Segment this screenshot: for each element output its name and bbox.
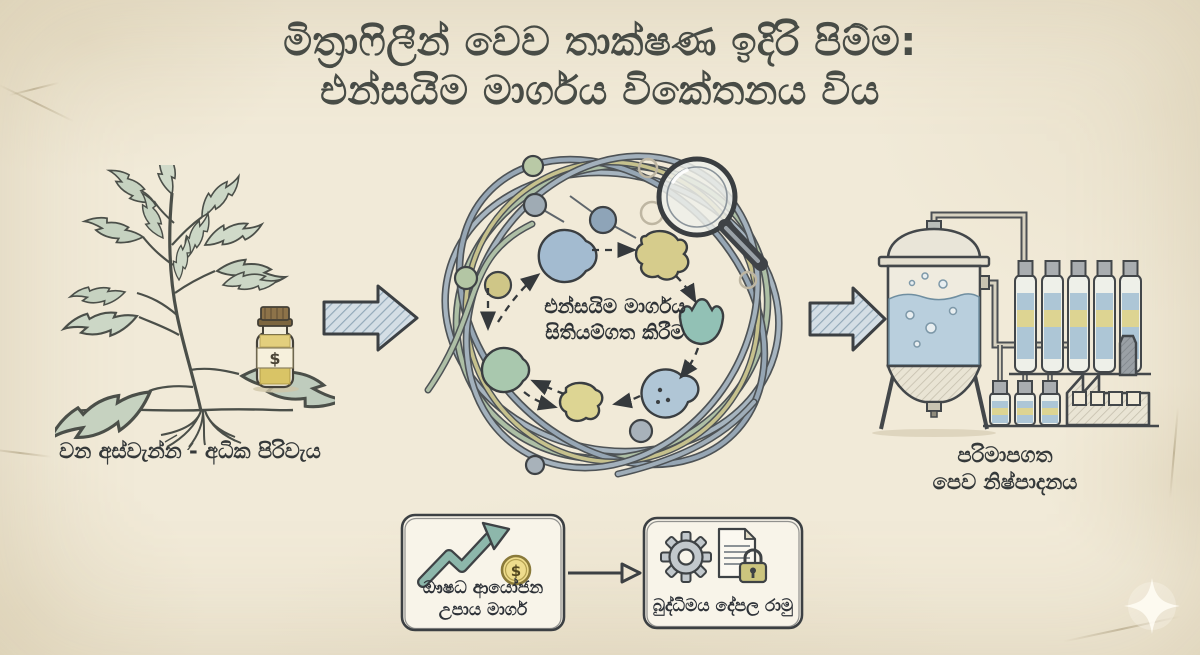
lock-icon xyxy=(738,548,768,584)
ip-box-label-line-1: බුද්ධිමය දේපල රාමු xyxy=(652,595,794,616)
node-links xyxy=(534,195,637,239)
enzyme-blob-teal xyxy=(678,298,725,346)
investment-box-label-line-1: ඖෂධ ආයෝජන xyxy=(422,577,544,598)
factory-icon xyxy=(1065,334,1151,427)
investment-box-label: ඖෂධ ආයෝජන උපාය මාර්ග xyxy=(399,577,567,621)
flow-arrow-icon xyxy=(808,286,887,352)
enzyme-blob-green xyxy=(480,346,531,394)
pathway-mapping-label-line-1: එන්සයිම මාර්ගය xyxy=(544,294,686,318)
pathway-nodes xyxy=(453,154,654,476)
wild-harvest-label: වන අස්වැන්න - අධික පිරිවැය xyxy=(59,439,321,463)
pathway-mapping-label-line-2: සිතියම්ගත කිරීම xyxy=(545,320,685,344)
plant-roots xyxy=(160,410,242,450)
plant-leaves xyxy=(55,165,335,450)
sparkle-icon xyxy=(1124,578,1180,634)
investment-box-frame: $ xyxy=(400,513,566,632)
enzyme-blob-gold xyxy=(558,381,604,423)
pathway-mapping-label: එන්සයිම මාර්ගය සිතියම්ගත කිරීම xyxy=(495,293,735,345)
cycle-arrows xyxy=(479,241,700,411)
scaled-production-label-line-2: පෙව නිෂ්පාදනය xyxy=(932,470,1078,495)
ip-box: බුද්ධිමය දේපල රාමු xyxy=(641,515,805,632)
coin-dollar-label: $ xyxy=(511,562,521,580)
enzyme-blob-blue xyxy=(537,228,598,284)
enzyme-blob-yellow xyxy=(634,229,690,281)
investment-box: $ ඖෂධ ආයෝජන උපාය මාර්ග xyxy=(399,512,567,634)
scaled-production-label-line-1: පරිමාපගත xyxy=(957,443,1053,467)
pathway-network-icon xyxy=(424,152,783,478)
connector-arrow-icon xyxy=(568,562,642,584)
plant-stem xyxy=(136,192,240,412)
fermenter-tank xyxy=(872,220,996,437)
ip-box-frame xyxy=(642,516,804,630)
bioreactor-icon xyxy=(872,211,1159,437)
plant-icon: $ xyxy=(55,165,335,450)
investment-box-label-line-2: උපාය මාර්ග xyxy=(438,599,528,620)
magnifier-icon xyxy=(656,156,768,271)
enzyme-blob-spotted xyxy=(640,368,700,419)
title-line-2: එන්සයිම මාර්ගය විකේතනය විය xyxy=(320,68,880,115)
vial-dollar-label: $ xyxy=(269,349,280,368)
trend-up-icon xyxy=(417,521,511,588)
gear-icon xyxy=(660,531,712,583)
scaled-production-label: පරිමාපගත පෙව නිෂ්පාදනය xyxy=(900,442,1110,497)
ip-box-label: බුද්ධිමය දේපල රාමු xyxy=(641,595,805,617)
page-title: මිත්‍රාෆිලීන් වෙව තාක්ෂණ ඉදිරි පිම්ම: එන… xyxy=(0,18,1200,116)
dollar-coin-icon: $ xyxy=(500,554,532,586)
flow-arrow-icon xyxy=(322,284,419,352)
dollar-vial-icon: $ xyxy=(253,306,299,393)
title-line-1: මිත්‍රාෆිලීන් වෙව තාක්ෂණ ඉදිරි පිම්ම: xyxy=(283,19,917,65)
enzyme-blobs-icon xyxy=(480,228,725,423)
vial-row-top xyxy=(1009,260,1151,376)
